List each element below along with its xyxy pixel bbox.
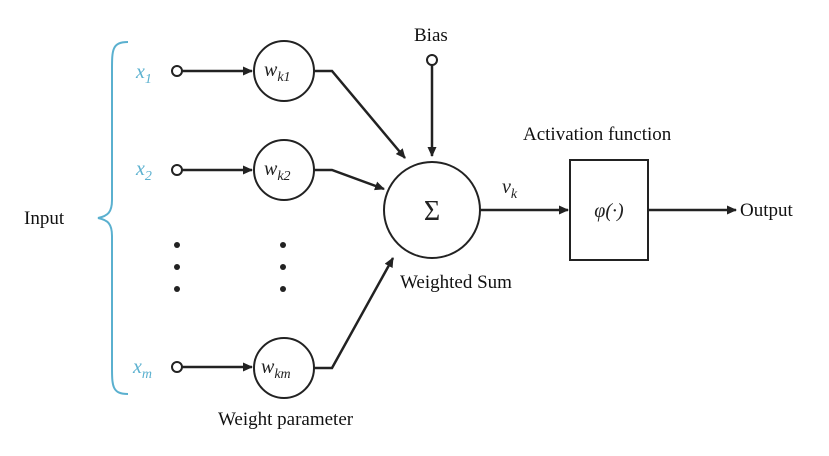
bias-label: Bias <box>414 25 448 46</box>
induced-field-label: vk <box>502 176 518 202</box>
weight-parameter-label: Weight parameter <box>218 409 354 430</box>
sum-symbol: Σ <box>424 196 440 227</box>
weighted-sum-label: Weighted Sum <box>400 272 512 293</box>
activation-function-symbol: φ(·) <box>594 200 624 222</box>
input-node-2 <box>171 164 183 176</box>
input-label: Input <box>24 208 65 229</box>
output-label: Output <box>740 200 794 221</box>
weight-label-km: wkm <box>261 356 291 382</box>
input-xm: xm <box>132 356 152 382</box>
weight-ellipsis <box>280 242 286 292</box>
arrow-wk1-to-sum <box>314 69 406 159</box>
input-ellipsis <box>174 242 180 292</box>
input-brace <box>97 41 129 395</box>
activation-function-label: Activation function <box>523 124 672 145</box>
arrow-wkm-to-sum <box>314 257 395 370</box>
bias-node <box>426 54 438 66</box>
weight-label-k2: wk2 <box>264 158 291 184</box>
weight-label-k1: wk1 <box>264 59 291 85</box>
input-x2: x2 <box>135 158 152 184</box>
input-x1: x1 <box>135 61 152 87</box>
input-node-1 <box>171 65 183 77</box>
input-node-m <box>171 361 183 373</box>
arrow-wk2-to-sum <box>314 168 385 191</box>
